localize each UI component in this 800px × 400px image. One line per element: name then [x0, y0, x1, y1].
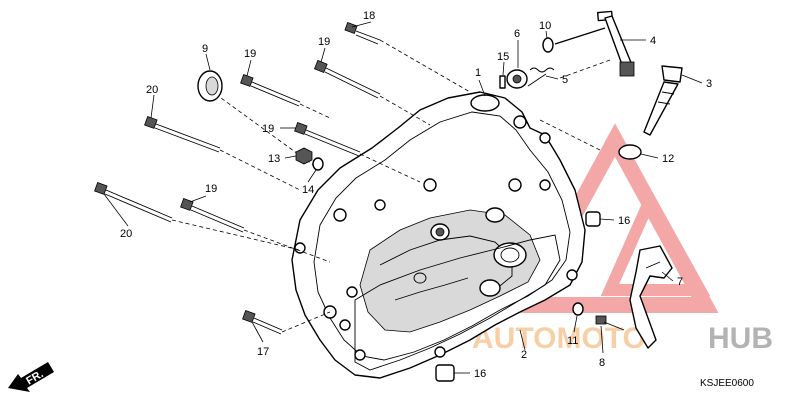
callout-9: 9	[202, 43, 208, 55]
spring-5	[527, 67, 555, 87]
callout-19-b: 19	[244, 48, 256, 60]
cover-gasket	[354, 234, 561, 371]
callout-7: 7	[677, 276, 683, 288]
bolt-19-b	[240, 74, 301, 107]
callout-1: 1	[475, 67, 481, 79]
right-crankcase-cover	[291, 91, 586, 379]
callout-15: 15	[497, 51, 509, 63]
oil-seal	[197, 70, 223, 102]
arm-4	[554, 10, 635, 77]
plate-6	[506, 69, 528, 89]
callout-2: 2	[521, 349, 527, 361]
callout-6: 6	[514, 28, 520, 40]
ring-11	[572, 302, 584, 316]
watermark-text-hub: HUB	[708, 322, 773, 355]
bolt-19-d	[180, 198, 245, 233]
bolt-19-c	[294, 122, 361, 157]
dowel-16-b	[435, 364, 455, 382]
callout-3: 3	[706, 78, 712, 90]
callout-16-a: 16	[618, 215, 630, 227]
dipstick-3	[643, 65, 683, 136]
callout-20-b: 20	[120, 228, 132, 240]
pin-15	[499, 75, 506, 89]
callout-12: 12	[662, 153, 674, 165]
callout-labels: 1 2 3 4 5 6 7 8 9 10 11 12 13 14 15 16 1…	[120, 10, 712, 380]
washer-14	[312, 157, 324, 171]
screw-8	[595, 315, 625, 331]
callout-14: 14	[302, 184, 314, 196]
watermark-text-auto: AUTOMOTO	[472, 322, 646, 355]
callout-18: 18	[363, 10, 375, 22]
callout-5: 5	[562, 74, 568, 86]
callout-19-a: 19	[318, 36, 330, 48]
o-ring-12	[618, 144, 642, 160]
nut-13	[295, 147, 313, 165]
bolt-20-b	[94, 182, 173, 223]
leader-lines	[103, 21, 703, 374]
diagram-code: KSJEE0600	[700, 378, 754, 389]
callout-10: 10	[539, 20, 551, 32]
callout-16-b: 16	[474, 368, 486, 380]
callout-8: 8	[599, 357, 605, 369]
bolt-set	[94, 22, 381, 335]
callout-20-a: 20	[146, 84, 158, 96]
callout-13: 13	[268, 153, 280, 165]
bracket-7	[629, 245, 673, 349]
callout-19-d: 19	[205, 183, 217, 195]
callout-4: 4	[650, 35, 656, 47]
callout-17: 17	[257, 346, 269, 358]
bolt-19-a	[313, 59, 381, 99]
bolt-18	[344, 22, 381, 45]
washer-10	[542, 37, 554, 53]
bolt-17	[242, 310, 283, 335]
front-direction-arrow: FR.	[8, 362, 54, 392]
callout-11: 11	[567, 335, 578, 347]
dowel-16-a	[585, 211, 601, 227]
callout-19-c: 19	[262, 123, 274, 135]
bolt-20-a	[144, 116, 221, 153]
